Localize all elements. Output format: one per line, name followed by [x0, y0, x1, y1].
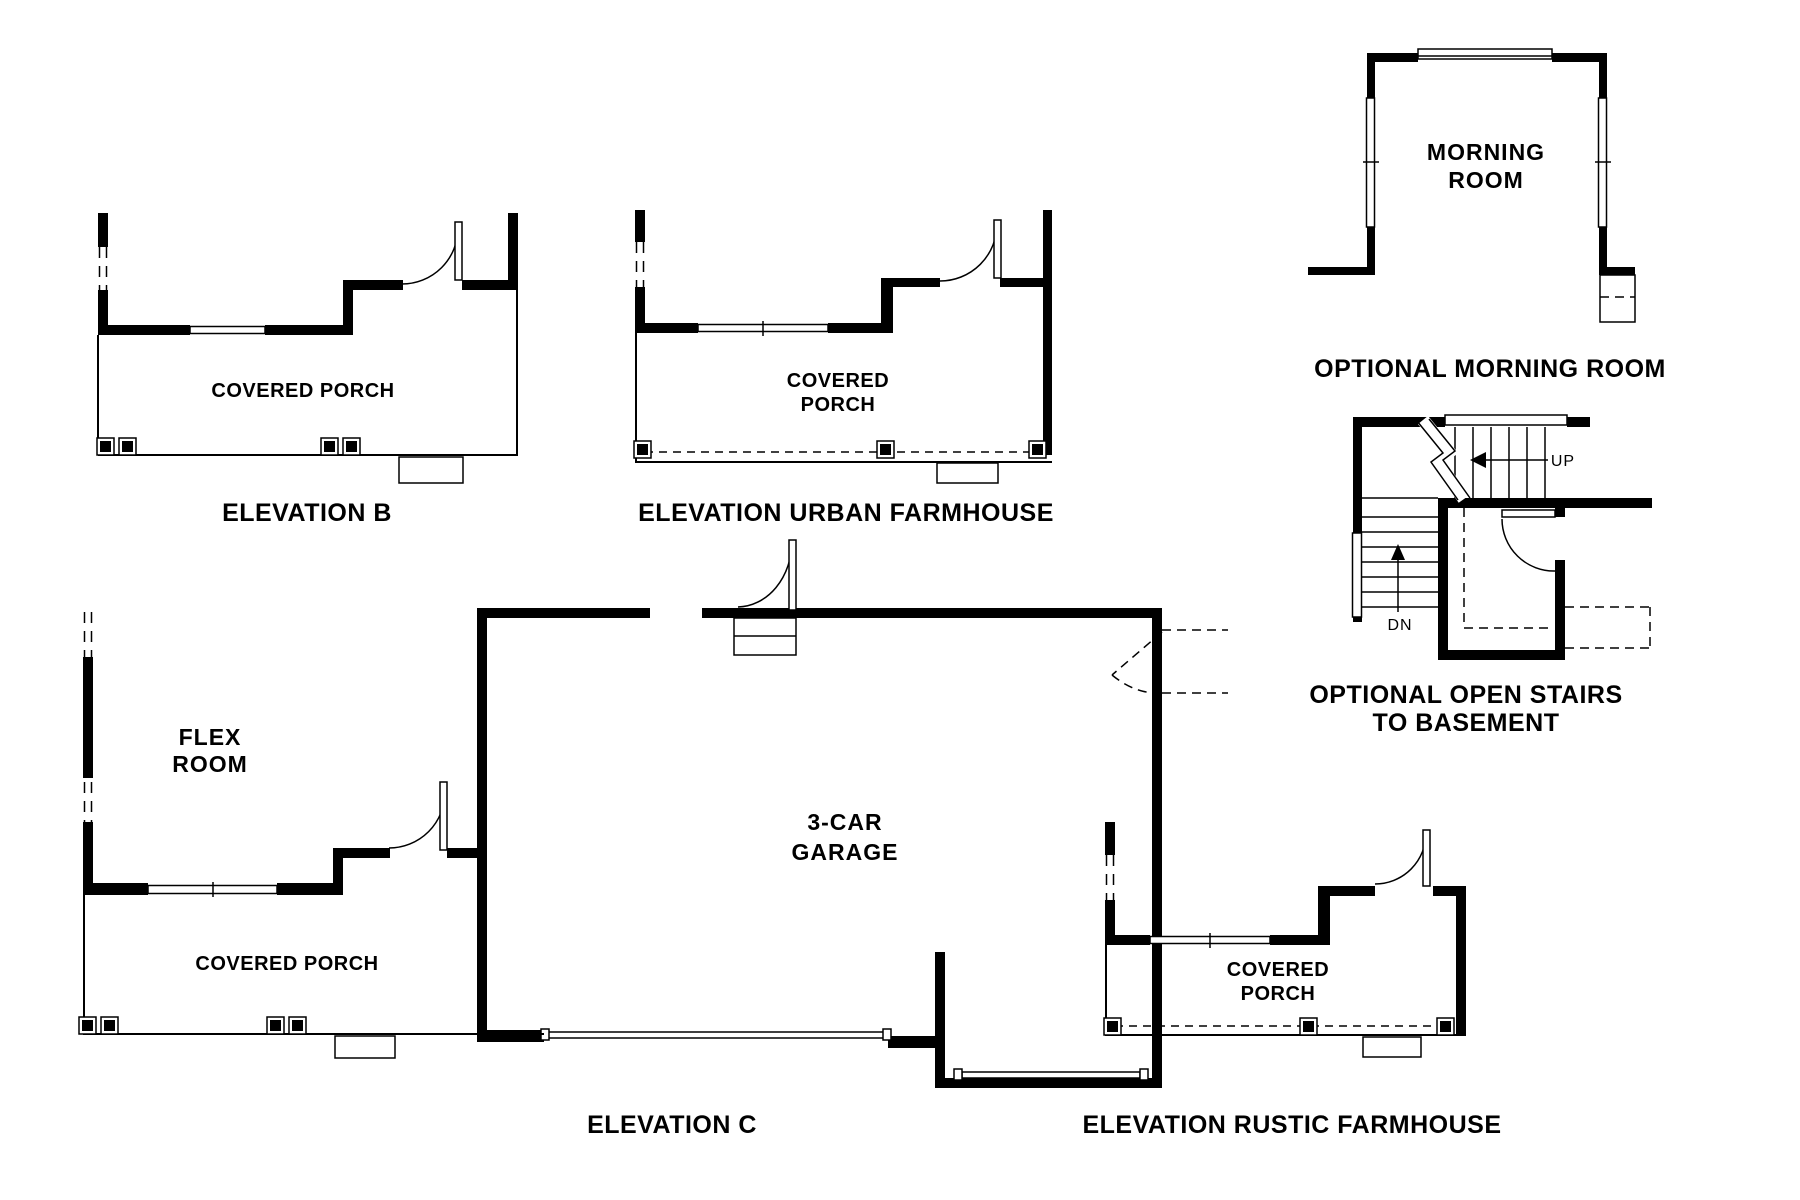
stair-arrow-head [1470, 452, 1486, 468]
door-leaf [1501, 509, 1556, 518]
optional-open-stairs-title: OPTIONAL OPEN STAIRS [1309, 681, 1622, 709]
garage-door-cap [1139, 1068, 1149, 1081]
garage-label: 3-CAR [807, 809, 882, 835]
door-swing [388, 781, 448, 851]
porch-post [1028, 440, 1047, 459]
door-leaf [1422, 829, 1431, 887]
walls [635, 210, 1052, 455]
flex-room-label: ROOM [172, 751, 248, 777]
door-arc [1374, 832, 1427, 885]
elevation-b-title: ELEVATION B [222, 499, 392, 527]
elevation-b-plan: COVERED PORCH ELEVATION B [96, 213, 518, 527]
porch-post [96, 437, 115, 456]
porch-post [288, 1016, 307, 1035]
covered-porch-label: COVERED PORCH [195, 953, 378, 975]
door-swing [939, 219, 1002, 282]
covered-porch-label: PORCH [1241, 983, 1316, 1005]
break-line [1416, 420, 1459, 501]
porch-post [1436, 1017, 1455, 1036]
optional-door-dashed [1111, 629, 1228, 694]
break-line [1428, 418, 1471, 499]
garage-door [953, 1068, 1149, 1081]
elevation-rustic-farmhouse-title: ELEVATION RUSTIC FARMHOUSE [1082, 1111, 1501, 1139]
elevation-c-title: ELEVATION C [587, 1111, 757, 1139]
door-leaf [788, 539, 797, 611]
entry-step [1362, 1036, 1422, 1058]
porch-post [78, 1016, 97, 1035]
covered-porch-label: COVERED PORCH [211, 380, 394, 402]
optional-open-stairs-title: TO BASEMENT [1373, 709, 1560, 737]
door-arc [737, 541, 793, 608]
porch-post [342, 437, 361, 456]
optional-door-swing-dashed [1111, 629, 1228, 694]
door-arc [388, 791, 446, 849]
optional-morning-room-title: OPTIONAL MORNING ROOM [1314, 355, 1666, 383]
window [189, 325, 266, 335]
stair-arrow-head [1391, 544, 1405, 560]
window [1444, 414, 1568, 426]
door-swing [733, 539, 797, 656]
door-swing [1374, 829, 1431, 887]
lower-stair-flight [1362, 497, 1438, 612]
flex-room-label: FLEX [179, 724, 242, 750]
porch-post [100, 1016, 119, 1035]
dn-label: DN [1387, 617, 1412, 634]
optional-dashed-outline [1463, 508, 1651, 649]
covered-porch-label: COVERED [787, 370, 889, 392]
porch-outline [83, 895, 544, 1035]
stair-treads [1454, 427, 1546, 498]
elevation-urban-farmhouse-title: ELEVATION URBAN FARMHOUSE [638, 499, 1054, 527]
up-label: UP [1551, 453, 1575, 470]
window [1417, 48, 1553, 60]
garage-label: GARAGE [792, 839, 899, 865]
covered-porch-label: COVERED [1227, 959, 1329, 981]
porch-post [320, 437, 339, 456]
garage-door-panel [547, 1031, 885, 1039]
break-line-mask [1417, 415, 1470, 503]
optional-morning-room-plan: MORNING ROOM OPTIONAL MORNING ROOM [1308, 48, 1666, 383]
door-swing [401, 221, 463, 285]
optional-open-stairs-plan: UP DN OPTIONAL OPEN STAIRS TO BASEMENT [1309, 414, 1652, 737]
garage-door [540, 1028, 892, 1041]
entry-step [334, 1035, 396, 1059]
entry-step [398, 456, 464, 484]
porch-outline [97, 290, 518, 456]
door-arc [939, 223, 998, 282]
garage-door-cap [882, 1028, 892, 1041]
covered-porch-label: PORCH [801, 394, 876, 416]
door-leaf [454, 221, 463, 281]
porch-post [266, 1016, 285, 1035]
elevation-urban-farmhouse-plan: COVERED PORCH ELEVATION URBAN FARMHOUSE [633, 210, 1054, 527]
walls [83, 608, 1162, 1088]
utility-box [1599, 274, 1636, 323]
porch-post [633, 440, 652, 459]
door-leaf [993, 219, 1002, 279]
garage-door-panel [961, 1071, 1141, 1079]
walls [1308, 53, 1635, 275]
entry-step [936, 462, 999, 484]
door-arc [1501, 518, 1556, 572]
door-arc [401, 227, 459, 285]
door-swing [1501, 509, 1556, 572]
porch-post [118, 437, 137, 456]
porch-post [1299, 1017, 1318, 1036]
stair-treads [1362, 516, 1438, 608]
porch-post [1103, 1017, 1122, 1036]
garage-door-cap [953, 1068, 963, 1081]
morning-room-label: MORNING [1427, 139, 1545, 165]
elevation-c-plan: FLEX ROOM 3-CAR GARAGE COVERED PORCH ELE… [78, 539, 1228, 1139]
upper-stair-flight [1416, 415, 1548, 503]
morning-room-label: ROOM [1448, 167, 1524, 193]
window [1351, 532, 1363, 618]
porch-post [876, 440, 895, 459]
elevation-rustic-farmhouse-plan: COVERED PORCH ELEVATION RUSTIC FARMHOUSE [1082, 822, 1501, 1139]
door-leaf [439, 781, 448, 851]
